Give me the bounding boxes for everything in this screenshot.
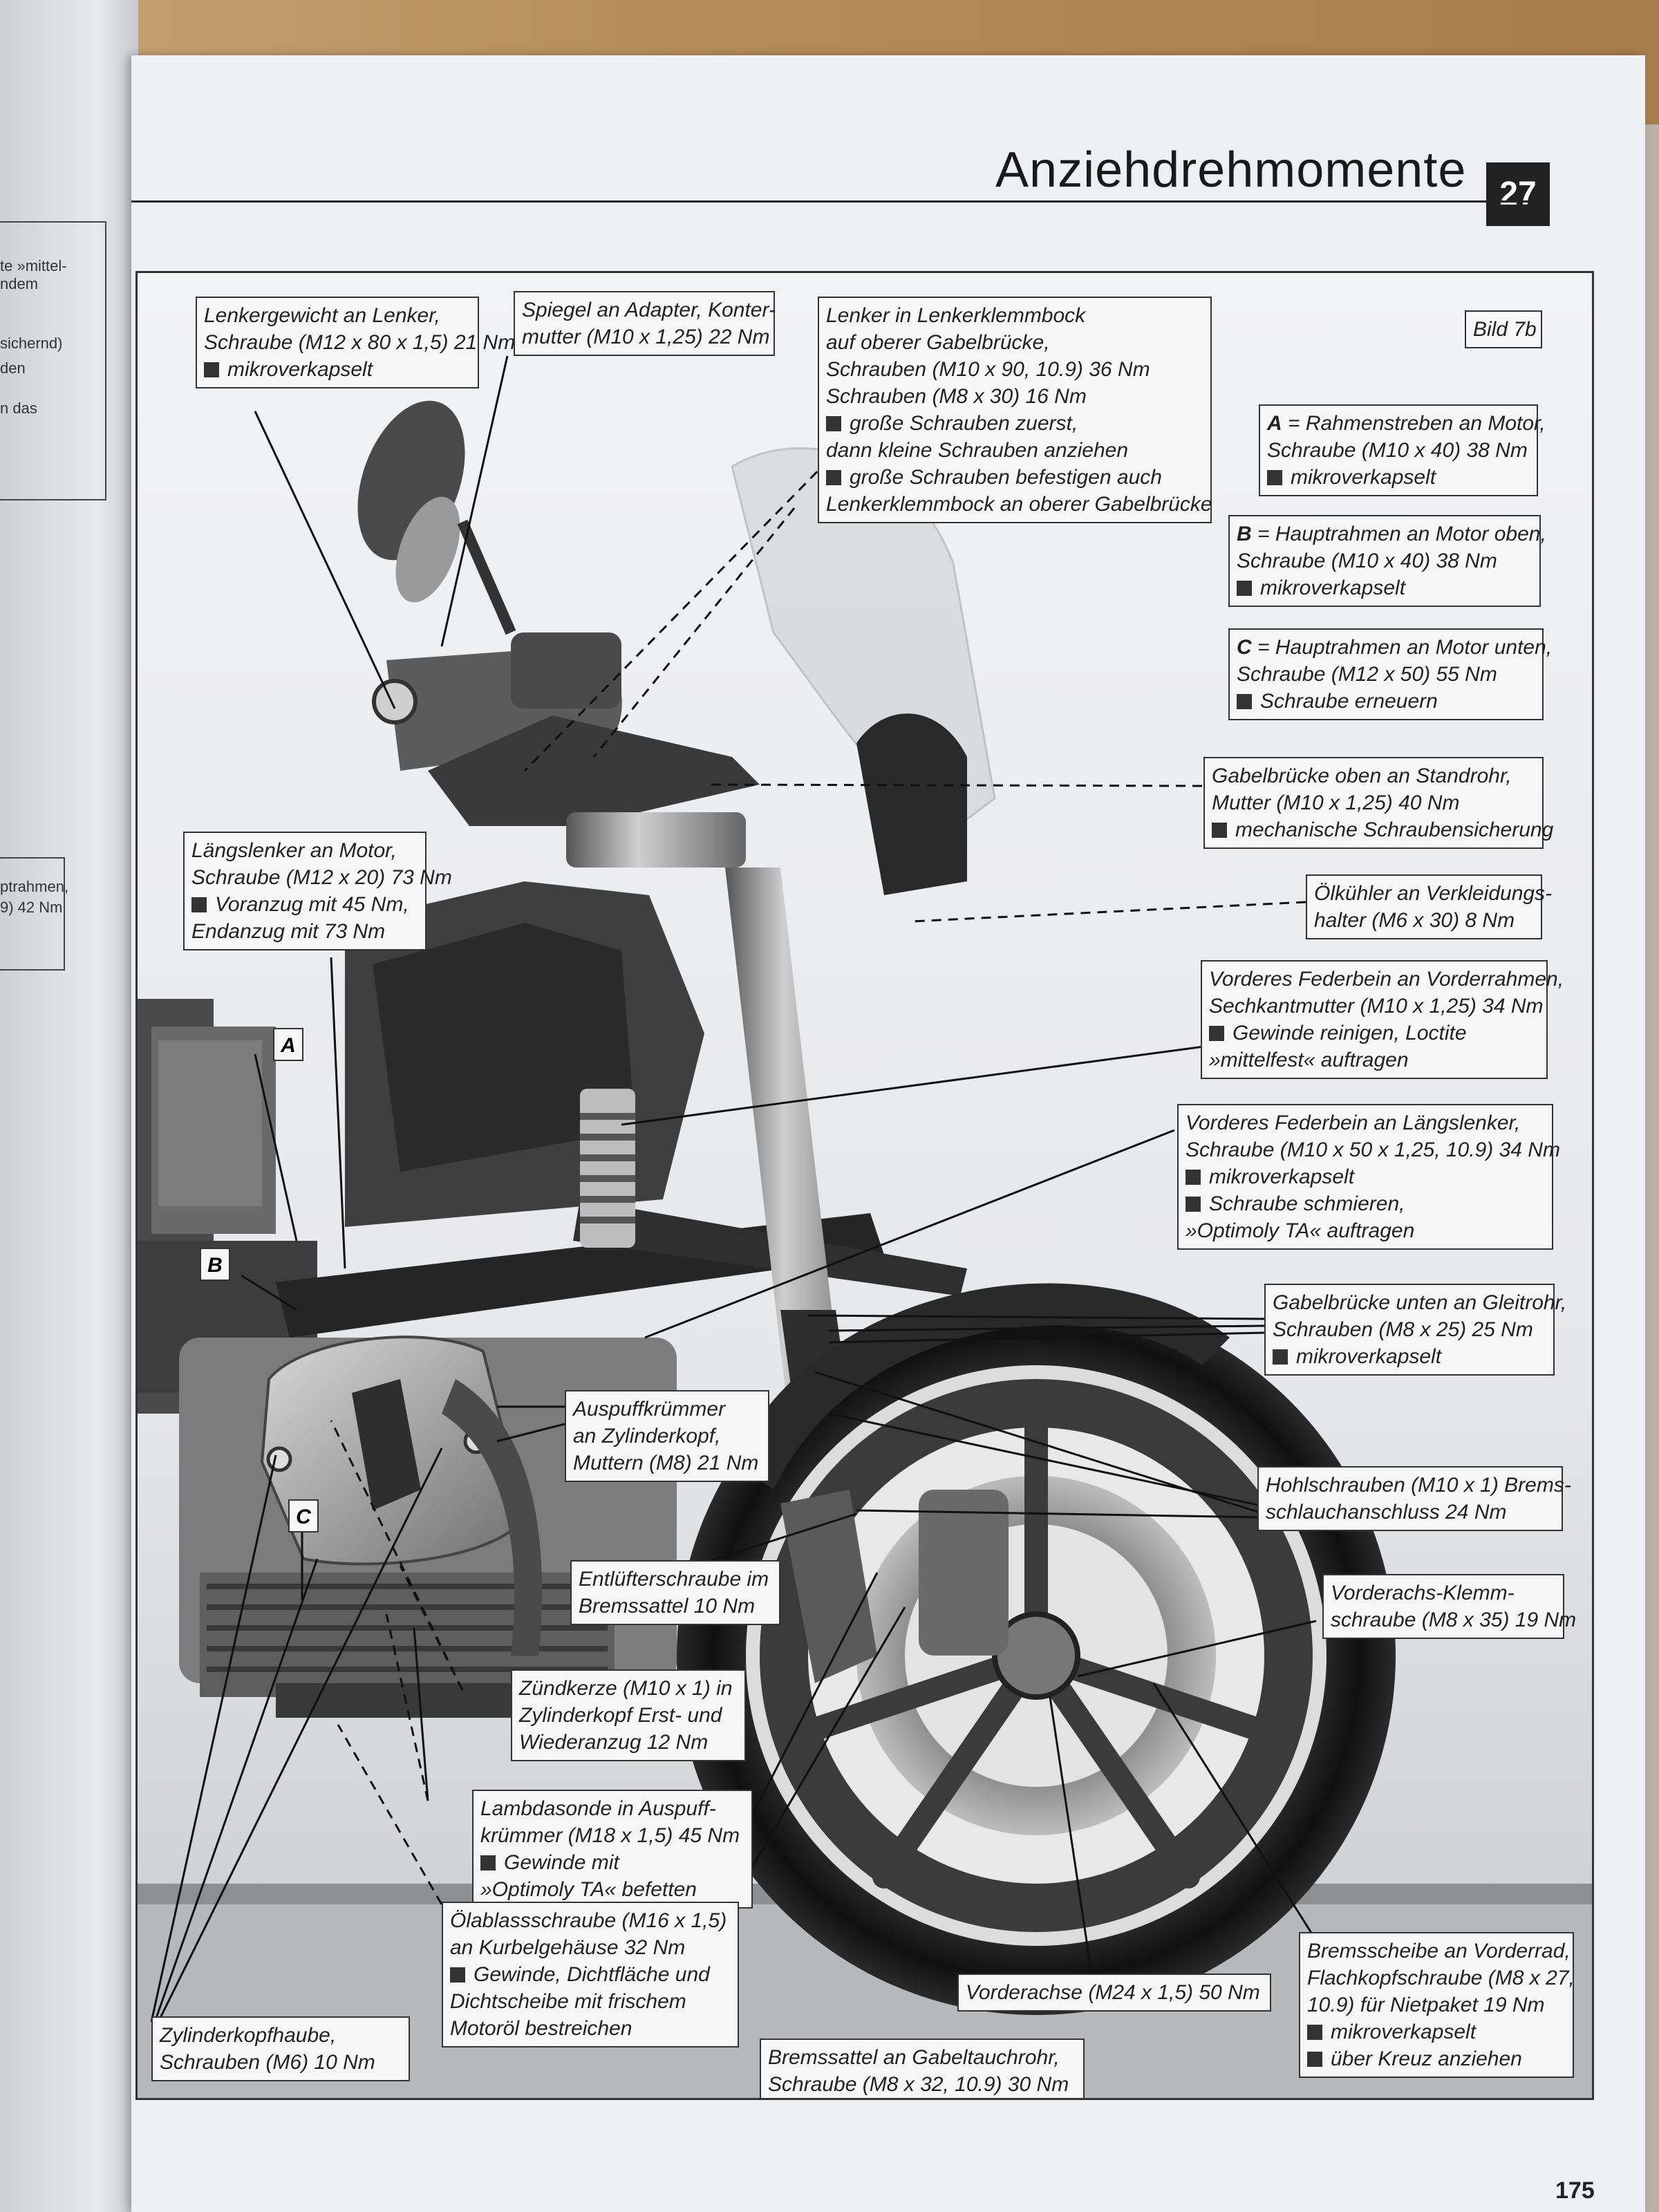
- callout-oelablass: Ölablassschraube (M16 x 1,5)an Kurbelgeh…: [442, 1902, 739, 2047]
- callout-federbein-vorderrahmen: Vorderes Federbein an Vorderrahmen,Sechk…: [1201, 960, 1564, 1079]
- figure-label: Bild 7b: [1465, 310, 1542, 348]
- left-page-fragment: ptrahmen,: [0, 878, 69, 895]
- legend-key: B: [1237, 523, 1252, 545]
- callout-laengslenker-motor: Längslenker an Motor,Schraube (M12 x 20)…: [183, 832, 452, 950]
- header-rule: [131, 200, 1541, 203]
- callout-gabelbruecke-oben: Gabelbrücke oben an Standrohr,Mutter (M1…: [1203, 757, 1553, 849]
- marker-b: B: [200, 1248, 230, 1281]
- chapter-badge: 27: [1486, 162, 1550, 226]
- callout-zylinderkopfhaube: Zylinderkopfhaube,Schrauben (M6) 10 Nm: [151, 2016, 410, 2081]
- leader-lines: [150, 355, 1321, 2043]
- left-page-fragment: den: [0, 359, 26, 377]
- callout-lambdasonde: Lambdasonde in Auspuff-krümmer (M18 x 1,…: [472, 1790, 753, 1909]
- left-page-fragment: 9) 42 Nm: [0, 899, 63, 916]
- callout-federbein-laengslenker: Vorderes Federbein an Längslenker,Schrau…: [1177, 1104, 1560, 1250]
- callout-hohlschrauben: Hohlschrauben (M10 x 1) Brems-schlauchan…: [1257, 1466, 1571, 1531]
- callout-lenkergewicht: Lenkergewicht an Lenker,Schraube (M12 x …: [196, 297, 515, 388]
- callout-vorderachse: Vorderachse (M24 x 1,5) 50 Nm: [957, 1974, 1271, 2012]
- page-number: 175: [1555, 2177, 1595, 2204]
- left-page-fragment: sichernd): [0, 335, 63, 352]
- left-page-edge: te »mittel- ndem sichernd) den n das ptr…: [0, 0, 138, 2212]
- legend-b: B = Hauptrahmen an Motor oben,Schraube (…: [1228, 515, 1546, 607]
- left-page-box-top: [0, 221, 106, 500]
- callout-vorderachs-klemm: Vorderachs-Klemm-schraube (M8 x 35) 19 N…: [1322, 1574, 1576, 1639]
- legend-key: A: [1267, 412, 1282, 435]
- left-page-fragment: te »mittel-: [0, 257, 67, 274]
- marker-a: A: [273, 1028, 303, 1061]
- callout-oelkuehler: Ölkühler an Verkleidungs-halter (M6 x 30…: [1306, 874, 1552, 939]
- marker-c: C: [288, 1499, 319, 1533]
- left-page-fragment: n das: [0, 400, 37, 417]
- left-page-box-bottom: [0, 857, 65, 971]
- legend-key: C: [1237, 636, 1252, 659]
- left-page-fragment: ndem: [0, 275, 39, 292]
- page-title: Anziehdrehmomente: [995, 142, 1467, 198]
- callout-gabelbruecke-unten: Gabelbrücke unten an Gleitrohr,Schrauben…: [1264, 1284, 1566, 1376]
- legend-c: C = Hauptrahmen an Motor unten,Schraube …: [1228, 628, 1552, 720]
- figure-frame: Lenkergewicht an Lenker,Schraube (M12 x …: [135, 271, 1594, 2100]
- callout-spiegel: Spiegel an Adapter, Konter-mutter (M10 x…: [514, 291, 776, 356]
- callout-bremsscheibe: Bremsscheibe an Vorderrad,Flachkopfschra…: [1299, 1932, 1575, 2078]
- callout-bremssattel: Bremssattel an Gabeltauchrohr,Schraube (…: [760, 2038, 1085, 2098]
- legend-a: A = Rahmenstreben an Motor,Schraube (M10…: [1259, 404, 1546, 496]
